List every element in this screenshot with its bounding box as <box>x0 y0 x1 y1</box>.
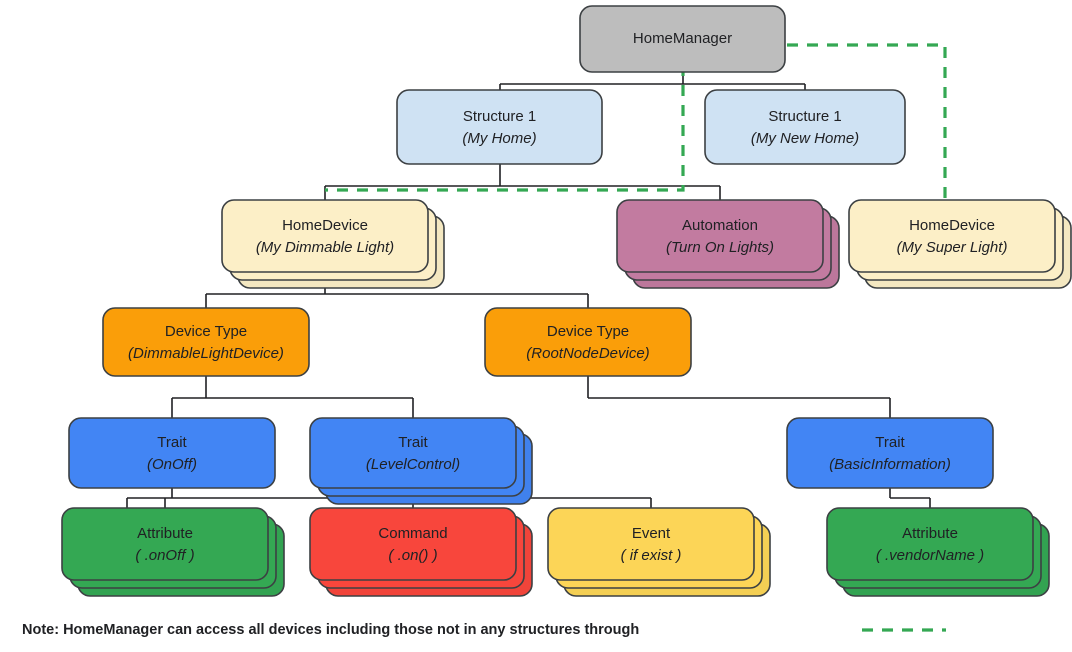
command-on-node-title: Command <box>378 525 447 542</box>
trait-onoff-node-surface[interactable] <box>68 417 276 489</box>
event-if-exist-node-title: Event <box>632 525 671 542</box>
dashed-access-homemanager-to-super-light <box>787 43 947 200</box>
connector-rootnodedevice-to-trait <box>587 376 891 418</box>
device-type-dimmablelightdevice-node-surface[interactable] <box>102 307 310 377</box>
trait-basicinformation-node-surface[interactable] <box>786 417 994 489</box>
connector-onoff-to-attribute <box>164 488 173 508</box>
command-on-node[interactable]: Command ( .on() ) <box>309 507 533 597</box>
attribute-onoff-node-surface[interactable] <box>61 507 269 581</box>
dashed-access-layer <box>325 43 947 200</box>
trait-onoff-node-title: Trait <box>157 434 187 451</box>
command-on-node-surface[interactable] <box>309 507 517 581</box>
structure-my-new-home-node-title: Structure 1 <box>768 108 841 125</box>
structure-my-home-node-title: Structure 1 <box>463 108 536 125</box>
automation-turn-on-lights-node[interactable]: Automation (Turn On Lights) <box>616 199 840 289</box>
connector-myhome-to-children <box>324 164 721 200</box>
home-device-my-dimmable-light-node-surface[interactable] <box>221 199 429 273</box>
structure-my-new-home-node-surface[interactable] <box>704 89 906 165</box>
device-type-rootnodedevice-node[interactable]: Device Type (RootNodeDevice) <box>484 307 692 377</box>
home-device-my-dimmable-light-node[interactable]: HomeDevice (My Dimmable Light) <box>221 199 445 289</box>
home-device-my-super-light-node[interactable]: HomeDevice (My Super Light) <box>848 199 1072 289</box>
device-type-rootnodedevice-node-surface[interactable] <box>484 307 692 377</box>
footnote-text: Note: HomeManager can access all devices… <box>22 622 639 638</box>
home-device-my-super-light-node-subtitle: (My Super Light) <box>897 239 1008 256</box>
trait-levelcontrol-node-title: Trait <box>398 434 428 451</box>
event-if-exist-node[interactable]: Event ( if exist ) <box>547 507 771 597</box>
device-type-rootnodedevice-node-subtitle: (RootNodeDevice) <box>526 345 649 362</box>
automation-turn-on-lights-node-title: Automation <box>682 217 758 234</box>
attribute-vendorname-node-subtitle: ( .vendorName ) <box>876 547 984 564</box>
attribute-onoff-node[interactable]: Attribute ( .onOff ) <box>61 507 285 597</box>
trait-levelcontrol-node[interactable]: Trait (LevelControl) <box>309 417 533 505</box>
trait-basicinformation-node-subtitle: (BasicInformation) <box>829 456 951 473</box>
structure-my-home-node-surface[interactable] <box>396 89 603 165</box>
attribute-vendorname-node-title: Attribute <box>902 525 958 542</box>
attribute-vendorname-node[interactable]: Attribute ( .vendorName ) <box>826 507 1050 597</box>
device-type-rootnodedevice-node-title: Device Type <box>547 323 629 340</box>
device-type-dimmablelightdevice-node-subtitle: (DimmableLightDevice) <box>128 345 284 362</box>
home-device-my-super-light-node-surface[interactable] <box>848 199 1056 273</box>
event-if-exist-node-surface[interactable] <box>547 507 755 581</box>
trait-onoff-node-subtitle: (OnOff) <box>147 456 197 473</box>
home-device-my-dimmable-light-node-title: HomeDevice <box>282 217 368 234</box>
device-type-dimmablelightdevice-node[interactable]: Device Type (DimmableLightDevice) <box>102 307 310 377</box>
trait-levelcontrol-node-subtitle: (LevelControl) <box>366 456 460 473</box>
home-manager-node[interactable]: HomeManager <box>579 5 786 73</box>
trait-onoff-node[interactable]: Trait (OnOff) <box>68 417 276 489</box>
dashed-access-homemanager-to-dimmable <box>325 45 685 192</box>
automation-turn-on-lights-node-subtitle: (Turn On Lights) <box>666 239 774 256</box>
automation-turn-on-lights-node-surface[interactable] <box>616 199 824 273</box>
footnote: Note: HomeManager can access all devices… <box>22 622 946 638</box>
attribute-onoff-node-subtitle: ( .onOff ) <box>135 547 194 564</box>
event-if-exist-node-subtitle: ( if exist ) <box>621 547 682 564</box>
connector-dimmabledevicetype-to-traits <box>171 376 414 418</box>
home-device-my-super-light-node-title: HomeDevice <box>909 217 995 234</box>
home-manager-node-title: HomeManager <box>633 30 732 47</box>
connector-homemanager-to-structures <box>499 72 806 90</box>
command-on-node-subtitle: ( .on() ) <box>388 547 437 564</box>
attribute-onoff-node-title: Attribute <box>137 525 193 542</box>
structure-my-new-home-node-subtitle: (My New Home) <box>751 130 859 147</box>
structure-my-home-node[interactable]: Structure 1 (My Home) <box>396 89 603 165</box>
device-type-dimmablelightdevice-node-title: Device Type <box>165 323 247 340</box>
home-manager-node-surface[interactable] <box>579 5 786 73</box>
connector-basicinformation-to-attribute <box>889 488 931 508</box>
home-device-my-dimmable-light-node-subtitle: (My Dimmable Light) <box>256 239 394 256</box>
trait-basicinformation-node[interactable]: Trait (BasicInformation) <box>786 417 994 489</box>
structure-my-home-node-subtitle: (My Home) <box>462 130 536 147</box>
trait-basicinformation-node-title: Trait <box>875 434 905 451</box>
attribute-vendorname-node-surface[interactable] <box>826 507 1034 581</box>
structure-my-new-home-node[interactable]: Structure 1 (My New Home) <box>704 89 906 165</box>
trait-levelcontrol-node-surface[interactable] <box>309 417 517 489</box>
